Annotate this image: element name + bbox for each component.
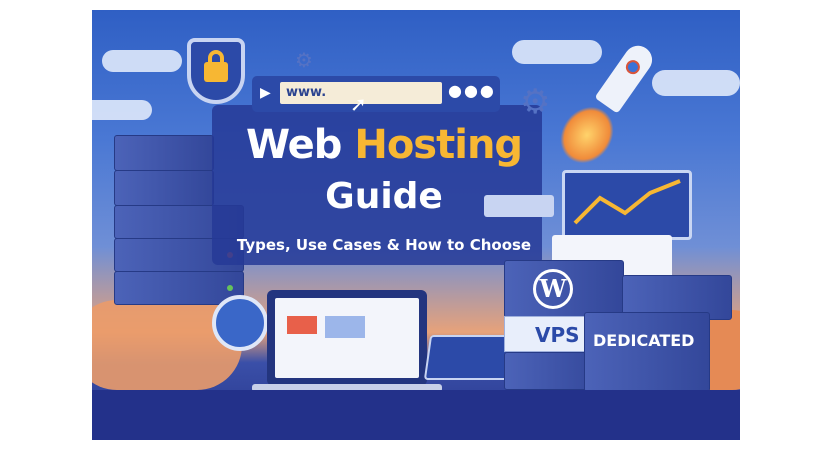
url-bar: ▶ www. ●●● ➚ bbox=[252, 76, 500, 116]
title-part2: Hosting bbox=[354, 122, 523, 168]
wordpress-icon: W bbox=[533, 269, 573, 309]
url-input: www. bbox=[280, 82, 442, 104]
gear-icon: ⚙ bbox=[295, 48, 313, 72]
laptop-icon bbox=[267, 290, 427, 386]
hero-illustration: ▶ www. ●●● ➚ Web Hosting Guide Types, Us… bbox=[92, 10, 740, 440]
title-panel bbox=[212, 105, 542, 265]
lock-shield-icon bbox=[187, 38, 245, 104]
rocket-icon bbox=[594, 40, 658, 114]
cursor-icon: ➚ bbox=[350, 92, 367, 116]
chart-arrow-icon bbox=[562, 170, 692, 240]
dedicated-label: DEDICATED bbox=[593, 331, 695, 350]
play-icon: ▶ bbox=[260, 85, 271, 101]
page-title: Web Hosting bbox=[224, 122, 544, 168]
dedicated-server: DEDICATED bbox=[584, 312, 710, 392]
vps-label: VPS bbox=[535, 323, 580, 347]
more-dots-icon: ●●● bbox=[448, 81, 496, 100]
gear-icon: ⚙ bbox=[520, 82, 551, 122]
title-line2: Guide bbox=[325, 176, 443, 217]
subtitle: Types, Use Cases & How to Choose bbox=[236, 236, 532, 254]
wordpress-server: W bbox=[504, 260, 624, 318]
title-part1: Web bbox=[245, 122, 342, 168]
globe-icon bbox=[212, 295, 268, 351]
